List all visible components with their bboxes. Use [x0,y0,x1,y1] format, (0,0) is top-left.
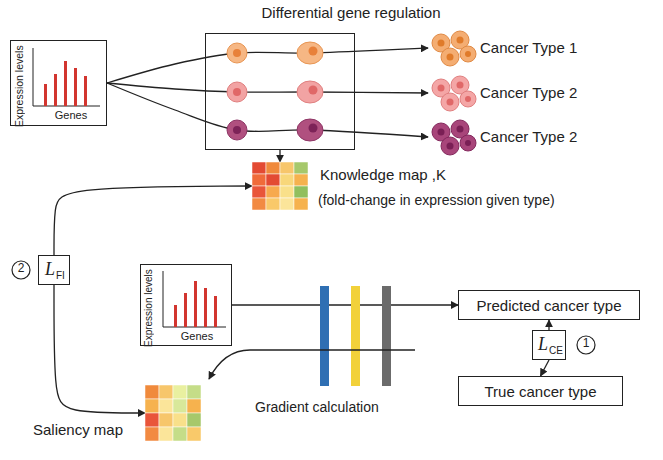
axis-label: Genes [36,109,106,122]
target-box: True cancer type [458,376,623,406]
class-label: Cancer Type 2 [480,128,628,145]
output-box: Predicted cancer type [458,290,640,320]
loss-symbol: L [538,334,548,355]
class-label: Cancer Type 2 [480,84,628,101]
output-class: Cancer Type 2 [428,78,628,108]
heatmap [252,162,308,210]
map-description: (fold-change in expression given type) [318,192,618,208]
connector-arrow [279,150,280,162]
axis-label: Genes [163,330,231,343]
box-label: Predicted cancer type [459,297,639,314]
callout-circle [577,336,595,354]
cell-icons [227,42,323,141]
annotation: Gradient calculation [255,399,435,415]
network-layer [351,286,360,386]
loss-box: LCE [532,330,566,360]
connector-arrow [107,48,428,83]
connector-arrow [541,360,550,376]
cell-cluster [432,120,476,155]
bar-chart-icon [33,48,100,106]
loss-subscript: CE [549,345,563,357]
connector-arrow [548,320,549,330]
connector-arrow [107,83,428,93]
connector-arrow [232,304,458,305]
network-layer [382,286,391,386]
knowledge-map: Knowledge map ,K(fold-change in expressi… [252,162,308,210]
map-title: Saliency map [5,421,123,438]
callout-circle [12,261,30,279]
heatmap [145,385,201,441]
network-layer [320,286,329,386]
bar-chart-icon [163,271,226,327]
callout-number: 2 [12,262,30,276]
output-class: Cancer Type 1 [428,33,628,63]
output-class: Cancer Type 2 [428,122,628,152]
box-heading: Differential gene regulation [221,4,481,21]
box-label: True cancer type [459,383,622,400]
gradient-arrow [209,350,415,379]
callout-number: 1 [577,337,595,351]
loss-symbol: L [45,259,55,280]
loss-box: LFI [38,255,70,285]
saliency-map: Saliency map [145,385,201,441]
map-title: Knowledge map ,K [320,166,540,183]
axis-label: Expression levels [13,41,29,127]
class-label: Cancer Type 1 [480,39,628,56]
process-box: Differential gene regulation [205,33,355,150]
loss-subscript: FI [56,270,65,282]
connector-arrow [107,83,428,137]
cell-cluster [432,31,476,66]
connector-arrow [54,285,145,413]
cell-cluster [432,76,476,111]
connector-arrow [54,186,252,255]
input-box: Expression levelsGenes [140,264,232,346]
axis-label: Expression levels [143,265,159,347]
input-box: Expression levelsGenes [10,40,107,126]
